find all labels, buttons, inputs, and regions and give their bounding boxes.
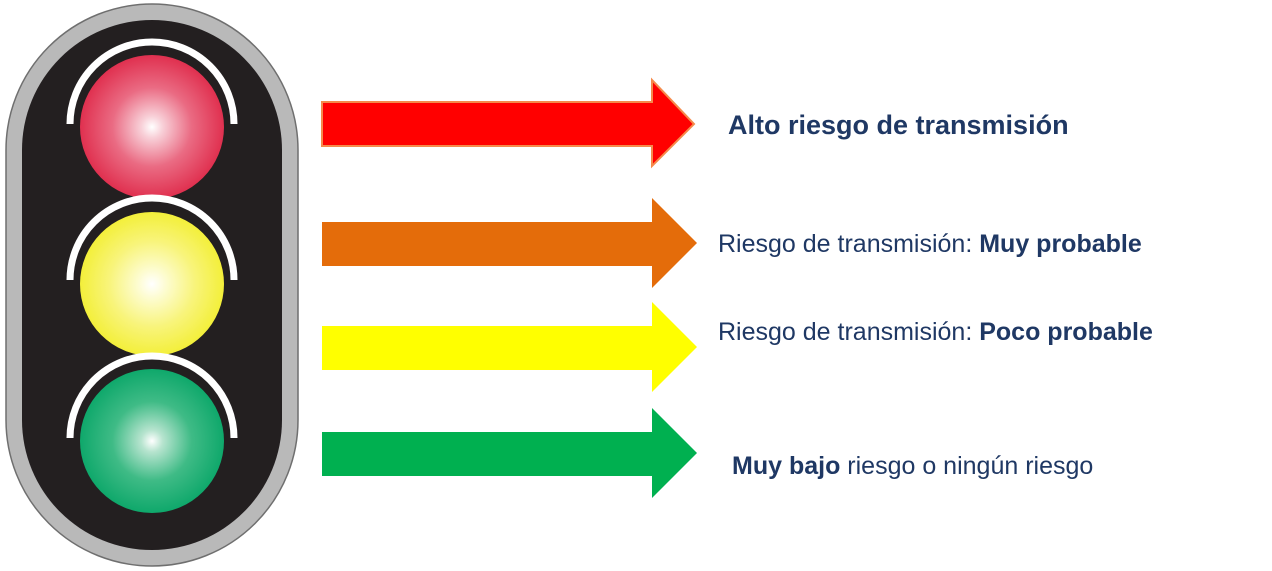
level-label-very-likely: Riesgo de transmisión: Muy probable xyxy=(718,230,1142,258)
level-label-high: Alto riesgo de transmisión xyxy=(728,110,1069,140)
green-light-icon xyxy=(66,352,238,513)
level-label-unlikely: Riesgo de transmisión: Poco probable xyxy=(718,318,1153,346)
yellow-arrow xyxy=(322,302,697,392)
green-arrow xyxy=(322,408,697,498)
level-label-very-low: Muy bajo riesgo o ningún riesgo xyxy=(732,452,1094,480)
yellow-light-icon xyxy=(66,194,238,356)
orange-arrow xyxy=(322,198,697,288)
red-light-icon xyxy=(66,38,238,199)
red-arrow xyxy=(321,77,696,169)
